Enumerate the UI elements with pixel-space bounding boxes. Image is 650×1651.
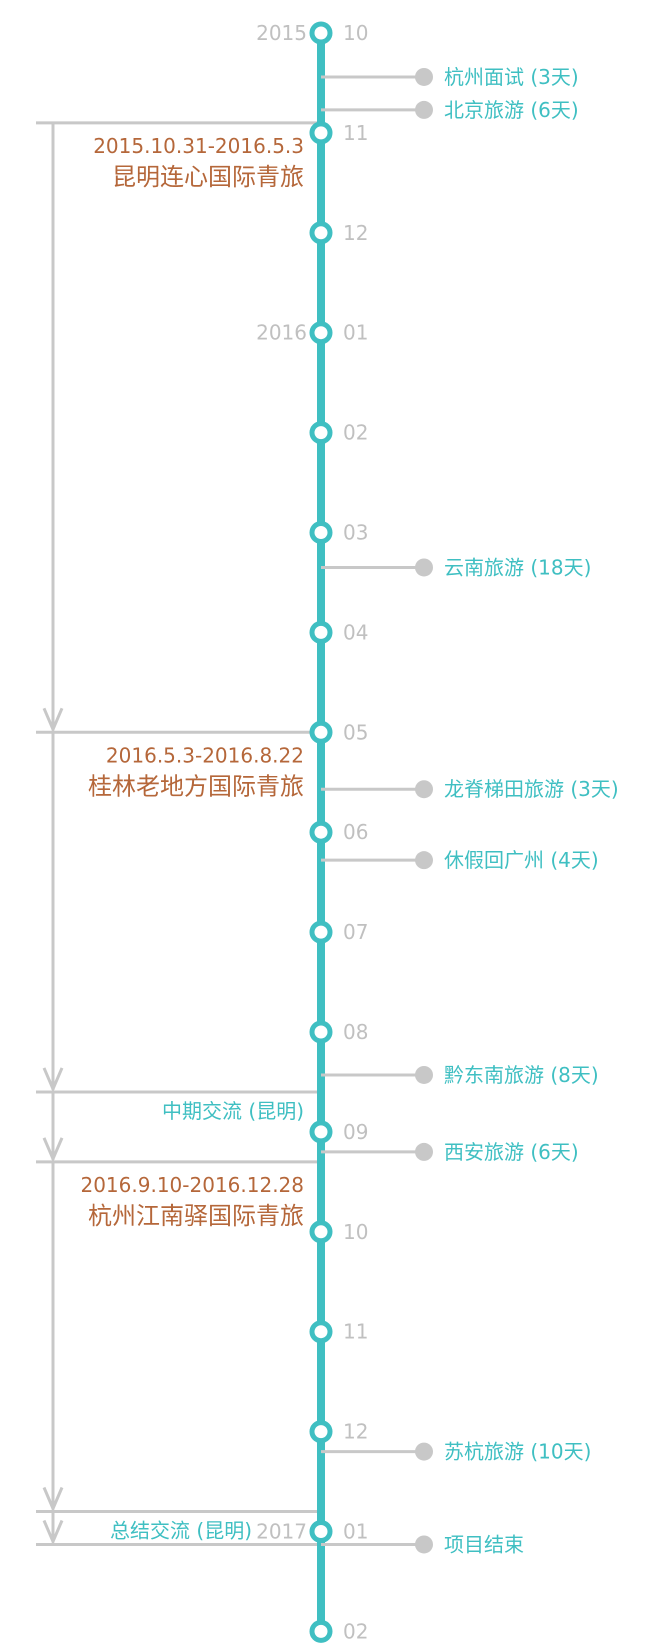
exchange-label: 中期交流 (昆明) xyxy=(162,1099,304,1123)
month-label: 02 xyxy=(343,421,368,445)
period-arrow-head xyxy=(42,707,64,734)
month-marker xyxy=(309,1320,333,1344)
month-marker xyxy=(309,421,333,445)
period-brackets xyxy=(36,121,321,1546)
year-label: 2015 xyxy=(256,21,307,45)
event-label: 西安旅游 (6天) xyxy=(444,1140,579,1164)
event-label: 黔东南旅游 (8天) xyxy=(444,1063,599,1087)
month-label: 12 xyxy=(343,1420,368,1444)
month-marker xyxy=(309,1619,333,1643)
month-marker xyxy=(309,1120,333,1144)
stay-dates: 2015.10.31-2016.5.3 xyxy=(93,134,304,158)
stay-dates: 2016.5.3-2016.8.22 xyxy=(106,743,304,767)
month-marker xyxy=(309,720,333,744)
month-markers: 10 2015 11 12 01 2016 02 03 04 05 06 07 08 09 10 11 12 01… xyxy=(256,21,368,1643)
event-label: 休假回广州 (4天) xyxy=(444,848,599,872)
event-dot xyxy=(415,851,433,870)
year-label: 2017 xyxy=(256,1520,307,1544)
event-label: 云南旅游 (18天) xyxy=(444,555,591,579)
event-label: 苏杭旅游 (10天) xyxy=(444,1440,591,1464)
event-label: 北京旅游 (6天) xyxy=(444,98,579,122)
period-arrow-head xyxy=(42,1137,64,1163)
month-label: 01 xyxy=(343,321,368,345)
month-marker xyxy=(309,521,333,544)
month-label: 03 xyxy=(343,521,368,545)
stay-name: 桂林老地方国际青旅 xyxy=(88,772,304,800)
month-marker xyxy=(309,21,333,45)
period-arrow-head xyxy=(42,1486,64,1513)
month-label: 01 xyxy=(343,1520,368,1544)
month-label: 10 xyxy=(343,1220,368,1244)
event-label: 杭州面试 (3天) xyxy=(444,65,579,89)
exchange-label: 总结交流 (昆明) xyxy=(110,1519,252,1543)
period-arrow-head xyxy=(42,1519,64,1546)
event-dot xyxy=(415,1142,433,1161)
month-label: 07 xyxy=(343,920,368,944)
event-label: 项目结束 xyxy=(444,1532,524,1556)
month-label: 11 xyxy=(343,121,368,145)
event-dot xyxy=(415,67,433,86)
month-marker xyxy=(309,1420,333,1444)
month-marker xyxy=(309,1520,333,1543)
event-dot xyxy=(415,1065,433,1084)
month-label: 04 xyxy=(343,620,368,644)
month-label: 11 xyxy=(343,1320,368,1344)
month-marker xyxy=(309,1220,333,1244)
month-label: 12 xyxy=(343,221,368,245)
month-label: 08 xyxy=(343,1020,368,1044)
stay-name: 杭州江南驿国际青旅 xyxy=(88,1202,304,1230)
month-label: 05 xyxy=(343,720,368,744)
month-marker xyxy=(309,820,333,844)
month-marker xyxy=(309,121,333,145)
month-label: 09 xyxy=(343,1120,368,1144)
event-dot xyxy=(415,100,433,119)
event-dot xyxy=(415,558,433,577)
period-arrow-head xyxy=(42,1067,64,1093)
month-label: 10 xyxy=(343,21,368,45)
month-marker xyxy=(309,920,333,944)
month-label: 06 xyxy=(343,820,368,844)
event-dot xyxy=(415,1535,433,1554)
month-marker xyxy=(309,221,333,245)
year-label: 2016 xyxy=(256,321,307,345)
month-marker xyxy=(309,620,333,644)
month-marker xyxy=(309,321,333,345)
events: 杭州面试 (3天) 北京旅游 (6天) 云南旅游 (18天) 龙脊梯田旅游 (3天) 休… xyxy=(321,65,619,1556)
event-dot xyxy=(415,780,433,799)
event-label: 龙脊梯田旅游 (3天) xyxy=(444,777,619,801)
event-dot xyxy=(415,1442,433,1461)
period-labels: 2015.10.31-2016.5.3 昆明连心国际青旅 2016.5.3-2016… xyxy=(80,134,304,1543)
month-label: 02 xyxy=(343,1619,368,1643)
stay-name: 昆明连心国际青旅 xyxy=(112,163,304,191)
month-marker xyxy=(309,1020,333,1044)
stay-dates: 2016.9.10-2016.12.28 xyxy=(80,1173,304,1197)
